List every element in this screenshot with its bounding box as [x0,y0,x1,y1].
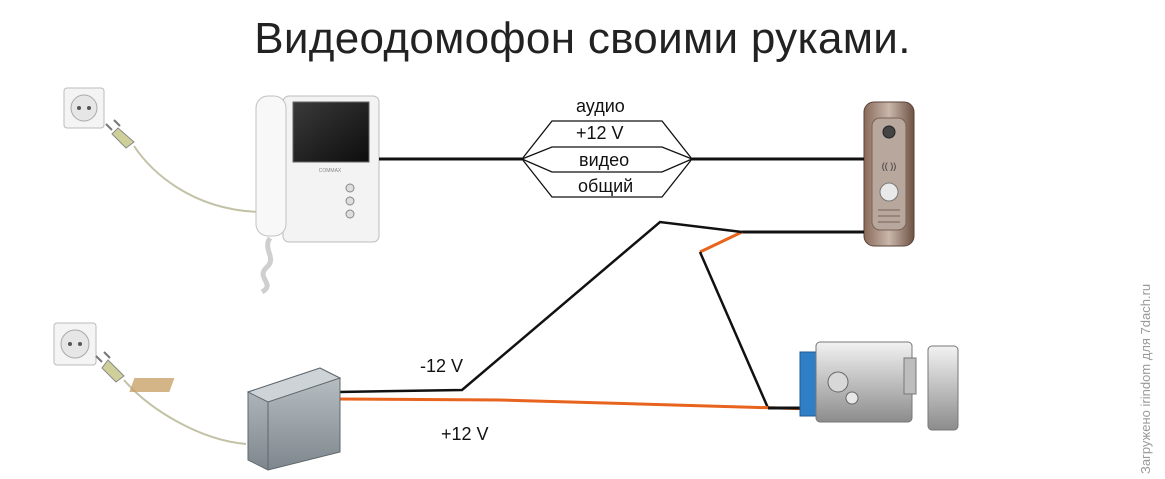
wire-label-video: видео [579,150,630,170]
wire-label-plus12-bottom: +12 V [441,424,489,444]
svg-text:COMMAX: COMMAX [319,168,342,174]
lock-wiring [337,220,864,411]
wire-label-audio: аудио [576,96,625,116]
wire-label-minus12: -12 V [420,356,464,376]
signal-cable [379,120,864,198]
call-panel-icon: (( )) [863,101,915,247]
monitor-icon: COMMAX [255,95,380,295]
page-title: Видеодомофон своими руками. [254,14,911,63]
wire-label-plus12-top: +12 V [576,123,624,143]
wire-label-common: общий [578,176,634,196]
power-plug-icon [105,119,261,213]
svg-text:(( )): (( )) [882,161,897,171]
power-plug-icon [95,351,247,445]
wall-socket-icon [63,87,105,129]
watermark: Загружено irindom для 7dach.ru [1138,283,1153,474]
electric-lock-icon [799,341,959,431]
power-supply-icon [129,367,342,471]
wall-socket-icon [53,322,97,366]
